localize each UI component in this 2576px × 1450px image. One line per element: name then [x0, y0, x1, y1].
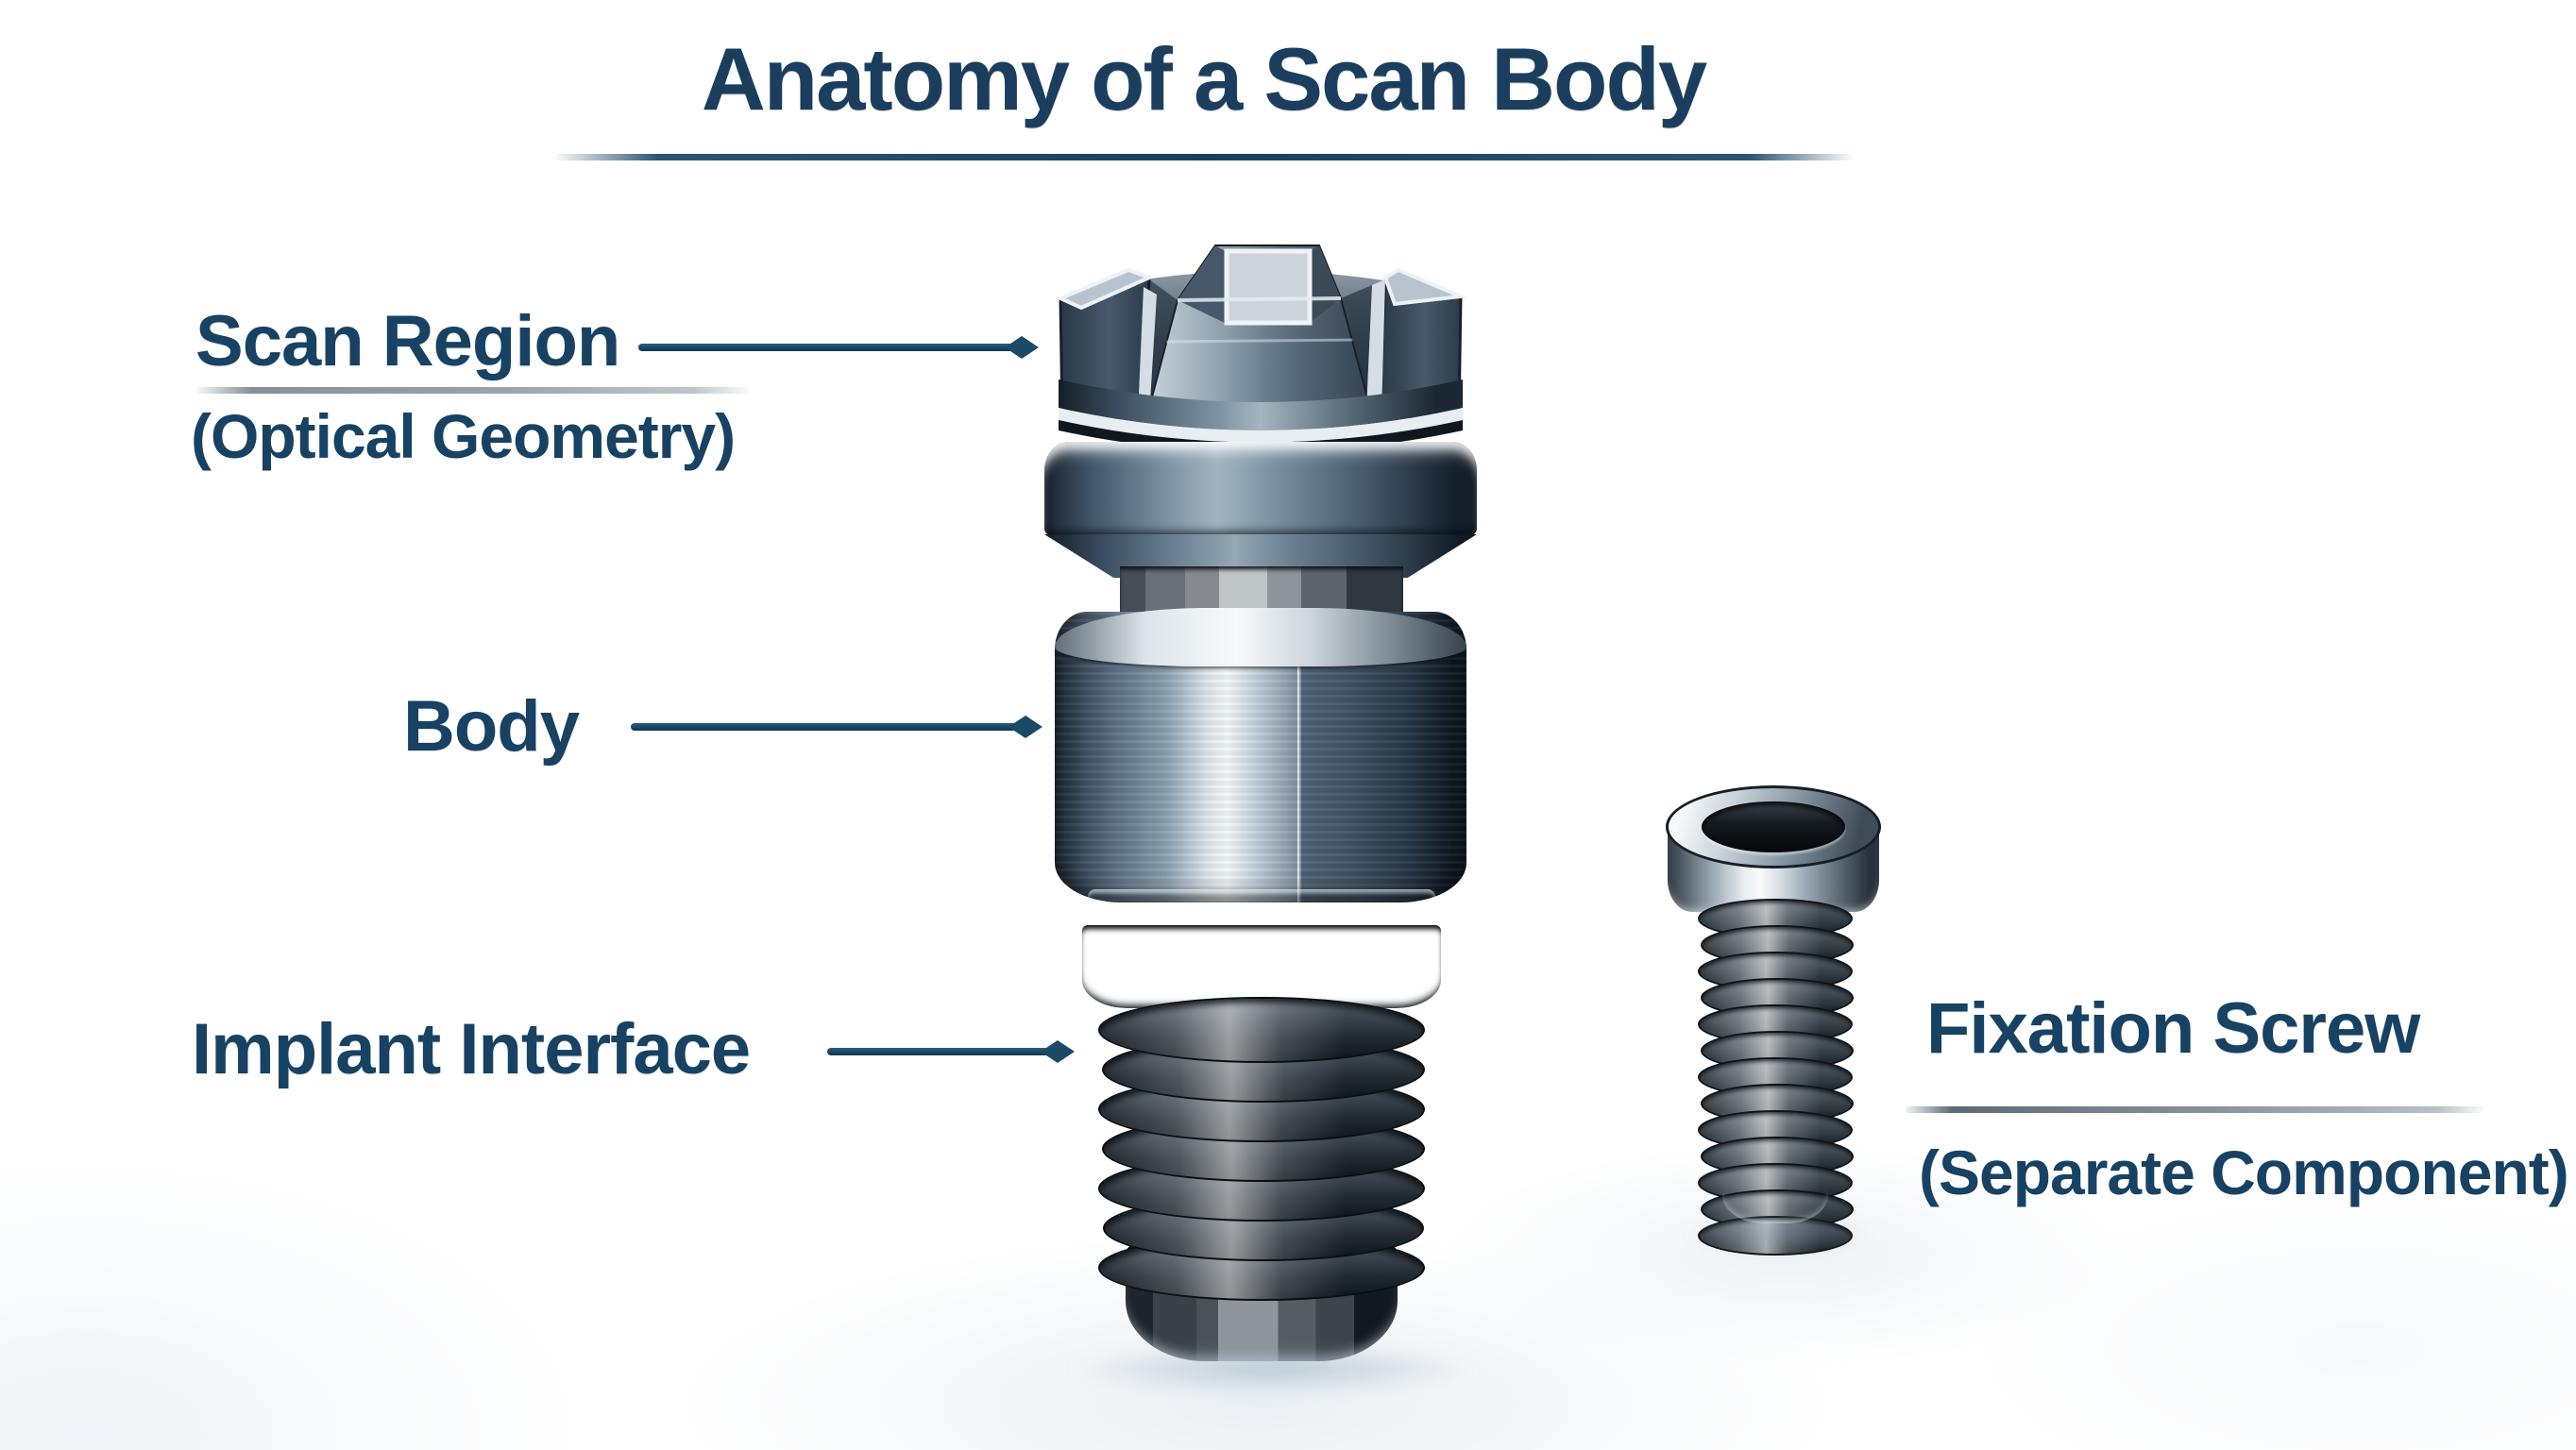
- thread-ridge: [1098, 997, 1425, 1063]
- screw-thread: [1698, 1216, 1853, 1256]
- screw-shadow: [1686, 1220, 1872, 1250]
- page-title: Anatomy of a Scan Body: [701, 29, 1707, 128]
- label-scan-region: Scan Region: [195, 301, 620, 381]
- screw-shaft: [1698, 899, 1854, 1256]
- leader-scan-region: [638, 336, 1039, 359]
- leader-body: [631, 716, 1042, 738]
- implant-threads: [1098, 997, 1425, 1301]
- fixation-screw-underline: [1906, 1106, 2483, 1113]
- collar: [1044, 442, 1477, 536]
- diamond-marker-icon: [1041, 1040, 1075, 1063]
- leader-line: [827, 1048, 1050, 1055]
- scan-region-crown: [1055, 244, 1468, 451]
- screw-head: [1666, 785, 1881, 912]
- scan-region-underline: [195, 387, 750, 394]
- leader-line: [631, 723, 1018, 731]
- scan-body-shadow: [1065, 1344, 1481, 1393]
- label-fixation-screw-sub: (Separate Component): [1919, 1138, 2569, 1207]
- title-underline: [553, 154, 1854, 160]
- label-body: Body: [403, 686, 580, 767]
- label-fixation-screw: Fixation Screw: [1926, 988, 2420, 1069]
- body-top-rim: [1055, 608, 1466, 666]
- body-cylinder: [1055, 608, 1466, 902]
- diamond-marker-icon: [1005, 336, 1039, 359]
- screw-socket: [1702, 801, 1845, 852]
- transition-ring-lower: [1082, 925, 1441, 1008]
- diamond-marker-icon: [1008, 716, 1042, 738]
- transition-ring-upper: [1088, 889, 1435, 927]
- leader-implant-interface: [827, 1040, 1075, 1063]
- leader-line: [638, 344, 1014, 351]
- label-scan-region-sub: (Optical Geometry): [191, 401, 736, 471]
- label-implant-interface: Implant Interface: [192, 1009, 751, 1089]
